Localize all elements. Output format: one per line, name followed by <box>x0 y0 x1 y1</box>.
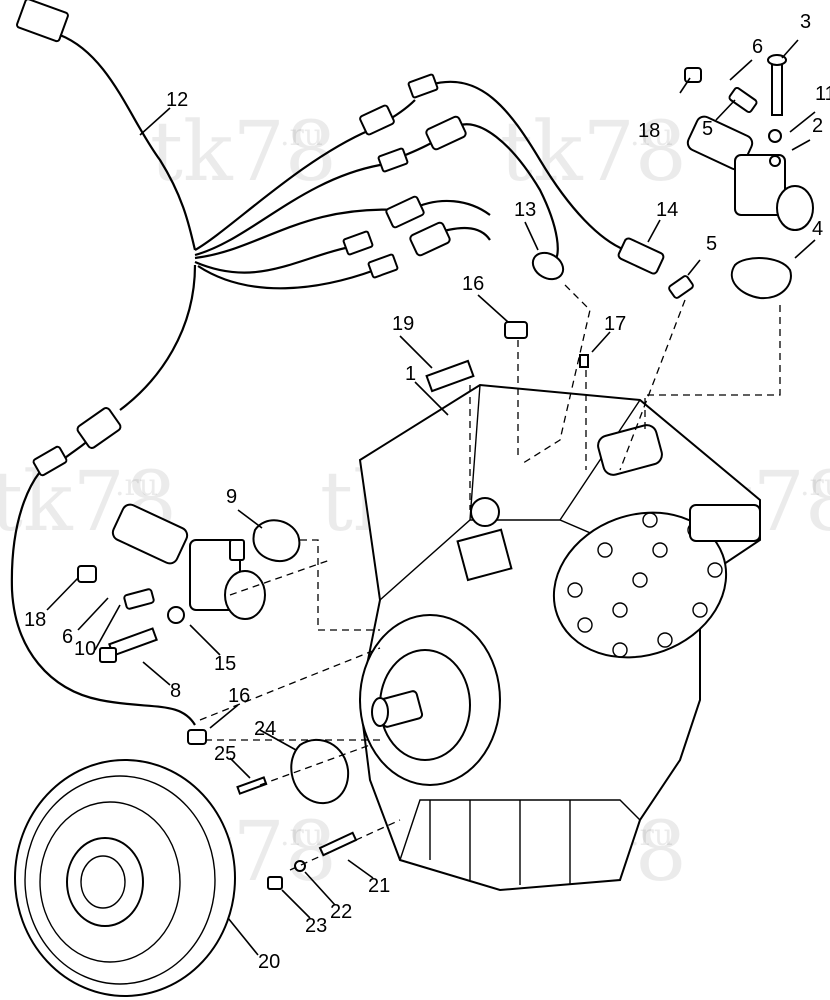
gasket-9 <box>252 519 301 563</box>
harness-plug <box>425 115 467 151</box>
callout-24: 24 <box>254 718 276 740</box>
leader-lines <box>46 39 816 956</box>
temperature-sensor <box>531 251 565 281</box>
harness-plug <box>76 407 122 449</box>
callout-14: 14 <box>656 199 678 221</box>
callout-18: 18 <box>638 120 660 142</box>
harness-plug <box>377 147 409 173</box>
callout-10: 10 <box>74 638 96 660</box>
callout-3: 3 <box>800 11 811 33</box>
watermark-suffix: .ru <box>280 818 323 853</box>
watermark-text: tk78 <box>500 105 687 200</box>
callout-16: 16 <box>228 685 250 707</box>
fitting-10 <box>123 588 155 610</box>
assembly-guide-lines <box>199 284 781 871</box>
clip-16 <box>504 321 528 339</box>
harness-connector <box>16 0 69 43</box>
callout-5: 5 <box>706 233 717 255</box>
callout-18: 18 <box>24 609 46 631</box>
callout-8: 8 <box>170 680 181 702</box>
watermark-suffix: .ru <box>115 468 158 503</box>
callout-19: 19 <box>392 313 414 335</box>
harness-plug <box>409 221 451 257</box>
callout-5: 5 <box>702 118 713 140</box>
callout-21: 21 <box>368 875 390 897</box>
callout-labels: 1 2 3 4 5 5 6 6 8 9 10 11 12 13 14 15 16… <box>24 11 830 973</box>
washer-15 <box>167 606 185 624</box>
harness-plug <box>359 104 395 136</box>
watermark-suffix: .ru <box>280 118 323 153</box>
callout-20: 20 <box>258 951 280 973</box>
harness-plug <box>32 445 68 477</box>
callout-4: 4 <box>812 218 823 240</box>
callout-25: 25 <box>214 743 236 765</box>
callout-17: 17 <box>604 313 626 335</box>
bolt-3 <box>771 59 783 116</box>
gasket-4 <box>730 257 792 300</box>
bracket-19 <box>425 359 475 393</box>
harness-plug <box>407 73 439 99</box>
washer-11 <box>768 129 782 143</box>
callout-22: 22 <box>330 901 352 923</box>
wiring-harness <box>10 0 665 726</box>
suction-valve-assembly <box>77 503 301 663</box>
fitting-5 <box>728 86 758 114</box>
key-25 <box>236 776 268 795</box>
clip-16 <box>187 729 207 745</box>
callout-2: 2 <box>812 115 823 137</box>
harness-plug <box>342 230 374 256</box>
nut-23 <box>267 876 283 890</box>
callout-12: 12 <box>166 89 188 111</box>
nameplate <box>456 528 513 582</box>
washer-22 <box>294 860 306 872</box>
watermark-text: tk78 <box>150 105 337 200</box>
callout-6: 6 <box>62 626 73 648</box>
callout-1: 1 <box>405 363 416 385</box>
pin-17 <box>579 354 589 368</box>
small-parts <box>187 321 589 745</box>
harness-plug <box>385 195 425 229</box>
callout-9: 9 <box>226 486 237 508</box>
discharge-valve-assembly <box>668 54 814 300</box>
callout-13: 13 <box>514 199 536 221</box>
clutch-assembly <box>14 739 358 997</box>
pressure-switch <box>617 237 665 275</box>
callout-6: 6 <box>752 36 763 58</box>
callout-15: 15 <box>214 653 236 675</box>
callout-23: 23 <box>305 915 327 937</box>
watermark-suffix: .ru <box>630 118 673 153</box>
nut-18 <box>684 67 702 83</box>
nut-18 <box>77 565 97 583</box>
callout-16: 16 <box>462 273 484 295</box>
watermark-suffix: .ru <box>800 468 830 503</box>
seal-24 <box>290 739 350 805</box>
cylinder-head <box>552 511 728 659</box>
compressor-body <box>358 383 761 892</box>
oring-2 <box>769 155 781 167</box>
fitting-5 <box>668 275 694 299</box>
harness-plug <box>367 253 399 279</box>
callout-11: 11 <box>815 83 830 105</box>
